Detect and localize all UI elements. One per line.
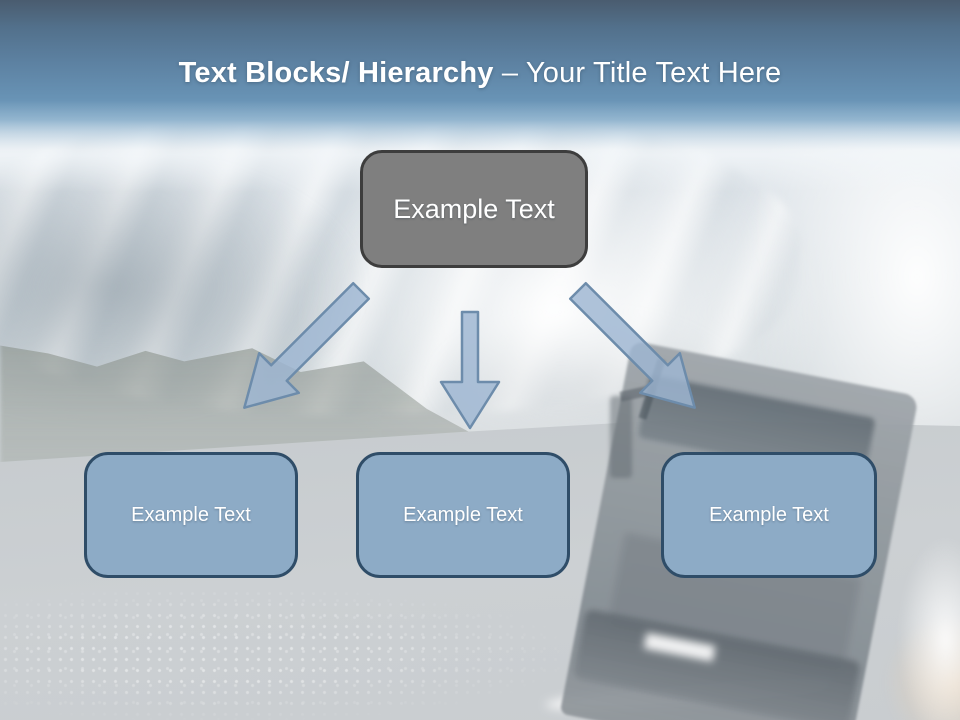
right-glare	[898, 535, 960, 720]
slide-title-subtitle: – Your Title Text Here	[501, 57, 782, 89]
child-text-block-1[interactable]: Example Text	[84, 452, 298, 578]
root-text-block-label: Example Text	[393, 193, 555, 224]
child-text-block-2[interactable]: Example Text	[356, 452, 570, 578]
child-text-block-2-label: Example Text	[403, 503, 523, 526]
child-text-block-1-label: Example Text	[131, 503, 251, 526]
arrow-down-right-icon[interactable]	[558, 271, 714, 427]
arrow-down-left-icon[interactable]	[225, 271, 381, 427]
child-text-block-3[interactable]: Example Text	[661, 452, 877, 578]
road-sparkles	[0, 588, 560, 720]
slide-title-bold: Text Blocks/ Hierarchy	[178, 57, 494, 89]
roadside-post	[610, 396, 632, 478]
arrow-down-icon[interactable]	[439, 310, 501, 430]
root-text-block[interactable]: Example Text	[360, 150, 588, 268]
child-text-block-3-label: Example Text	[709, 503, 829, 526]
slide-title[interactable]: Text Blocks/ Hierarchy – Your Title Text…	[0, 53, 960, 93]
